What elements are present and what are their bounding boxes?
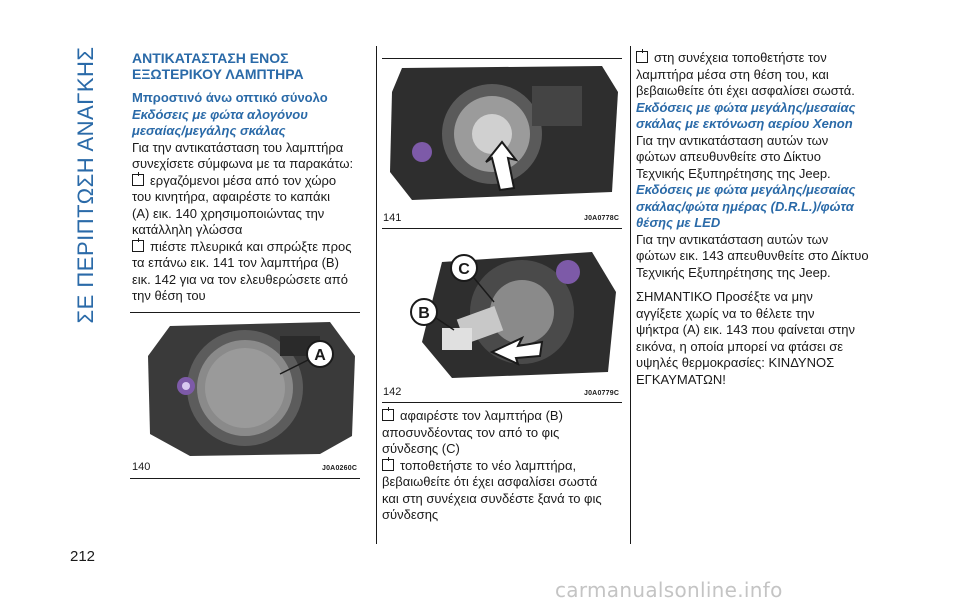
- led-heading: Εκδόσεις με φώτα μεγάλης/μεσαίας σκάλας/…: [636, 182, 856, 230]
- page-number: 212: [70, 548, 96, 565]
- figure-bottom-rule: [130, 478, 360, 479]
- important-note: ΣΗΜΑΝΤΙΚΟ Προσέξτε να μην αγγίξετε χωρίς…: [636, 289, 856, 387]
- column-3: στη συνέχεια τοποθετήστε τον λαμπτήρα μέ…: [636, 49, 876, 388]
- watermark: carmanualsonline.info: [555, 578, 783, 602]
- subheading: Μπροστινό άνω οπτικό σύνολο: [132, 90, 328, 105]
- figure-label-a: A: [314, 347, 326, 364]
- figure-top-rule: [382, 58, 622, 59]
- figure-code: J0A0778C: [584, 215, 620, 222]
- figure-label-c: C: [458, 261, 470, 278]
- figure-caption: 141: [383, 212, 402, 224]
- column-1: ΑΝΤΙΚΑΤΑΣΤΑΣΗ ΕΝΟΣ ΕΞΩΤΕΡΙΚΟΥ ΛΑΜΠΤΗΡΑ Μ…: [132, 50, 364, 305]
- figure-code: J0A0779C: [584, 390, 620, 397]
- column-divider: [376, 46, 377, 544]
- bullet-item: στη συνέχεια τοποθετήστε τον λαμπτήρα μέ…: [636, 49, 855, 98]
- bulb-connector-image: C B: [382, 232, 622, 382]
- figure-caption: 140: [132, 461, 151, 473]
- figure-caption: 142: [383, 386, 402, 398]
- bullet-item: αφαιρέστε τον λαμπτήρα (B) αποσυνδέοντας…: [382, 407, 563, 456]
- led-paragraph: Για την αντικατάσταση αυτών των φώτων ει…: [636, 231, 869, 280]
- figure-top-rule: [130, 312, 360, 313]
- column-divider: [630, 46, 631, 544]
- section-title: ΑΝΤΙΚΑΤΑΣΤΑΣΗ ΕΝΟΣ ΕΞΩΤΕΡΙΚΟΥ ΛΑΜΠΤΗΡΑ: [132, 50, 304, 82]
- figure-divider-rule: [382, 228, 622, 229]
- side-title: ΣΕ ΠΕΡΙΠΤΩΣΗ ΑΝΑΓΚΗΣ: [62, 40, 110, 330]
- figure-label-b: B: [418, 305, 430, 322]
- headlight-bulb-image: [382, 62, 622, 206]
- bullet-icon: [382, 456, 394, 471]
- bullet-icon: [382, 407, 394, 421]
- bullet-item: πιέστε πλευρικά και σπρώξτε προς τα επάν…: [132, 237, 352, 303]
- figure-bottom-rule: [382, 402, 622, 403]
- bullet-item: εργαζόμενοι μέσα από τον χώρο του κινητή…: [132, 171, 337, 237]
- bullet-item: τοποθετήστε το νέο λαμπτήρα, βεβαιωθείτε…: [382, 456, 602, 522]
- column-2-text: αφαιρέστε τον λαμπτήρα (B) αποσυνδέοντας…: [382, 407, 622, 524]
- intro-paragraph: Για την αντικατάσταση του λαμπτήρα συνεχ…: [132, 139, 354, 172]
- side-title-text: ΣΕ ΠΕΡΙΠΤΩΣΗ ΑΝΑΓΚΗΣ: [73, 46, 98, 324]
- xenon-heading: Εκδόσεις με φώτα μεγάλης/μεσαίας σκάλας …: [636, 99, 856, 132]
- bullet-icon: [132, 237, 144, 252]
- xenon-paragraph: Για την αντικατάσταση αυτών των φώτων απ…: [636, 132, 831, 181]
- bullet-icon: [132, 171, 144, 186]
- figure-code: J0A0260C: [322, 465, 358, 472]
- bullet-icon: [636, 49, 648, 63]
- italic-heading: Εκδόσεις με φώτα αλογόνου μεσαίας/μεγάλη…: [132, 106, 308, 139]
- headlight-cover-image: A: [130, 316, 360, 458]
